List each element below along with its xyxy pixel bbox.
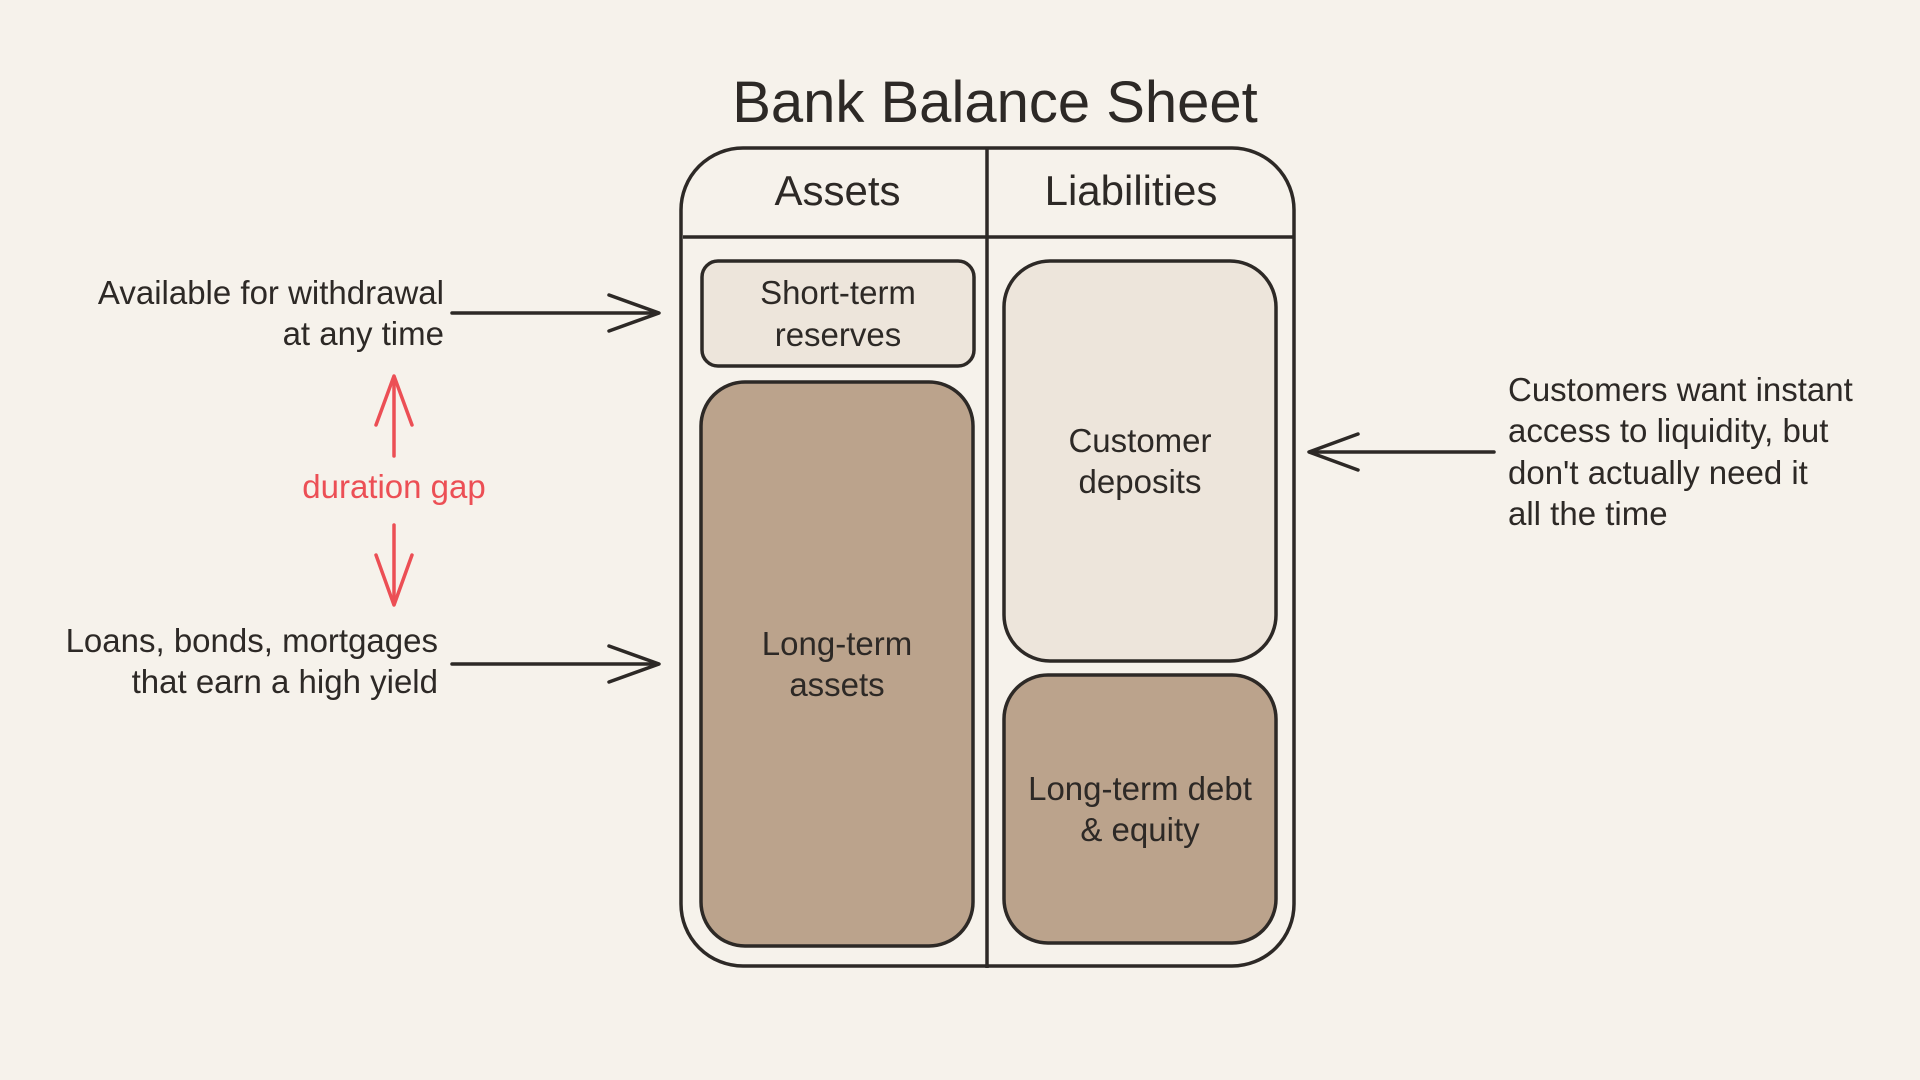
- liabilities-column-header: Liabilities: [1044, 167, 1218, 214]
- customer-deposits-box: [1002, 259, 1278, 663]
- arrow-available-to-reserves: [450, 293, 661, 333]
- duration-gap-up-arrow: [374, 374, 414, 458]
- loans-annotation: Loans, bonds, mortgages that earn a high…: [65, 622, 438, 701]
- duration-gap-label: duration gap: [302, 468, 486, 505]
- short-term-reserves-text: Short-term reserves: [760, 274, 916, 353]
- long-term-assets-box: [699, 380, 975, 948]
- diagram-title: Bank Balance Sheet: [732, 70, 1258, 135]
- assets-column-header: Assets: [774, 167, 901, 214]
- available-annotation: Available for withdrawal at any time: [97, 274, 444, 353]
- long-term-debt-equity-text: Long-term debt & equity: [1028, 769, 1252, 848]
- long-term-debt-equity-label: Long-term debt & equity: [1004, 675, 1276, 943]
- short-term-reserves-label: Short-term reserves: [702, 261, 974, 366]
- duration-gap-down-arrow: [374, 523, 414, 607]
- customer-deposits-text: Customer deposits: [1068, 421, 1212, 500]
- long-term-assets-text: Long-term assets: [761, 624, 913, 703]
- long-term-debt-equity-box: [1002, 673, 1278, 945]
- short-term-reserves-box: [700, 259, 976, 368]
- customer-deposits-label: Customer deposits: [1004, 261, 1276, 661]
- long-term-assets-label: Long-term assets: [701, 382, 973, 946]
- arrow-customers-to-deposits: [1307, 432, 1496, 472]
- customers-annotation: Customers want instant access to liquidi…: [1508, 371, 1853, 532]
- arrow-loans-to-assets: [450, 644, 661, 684]
